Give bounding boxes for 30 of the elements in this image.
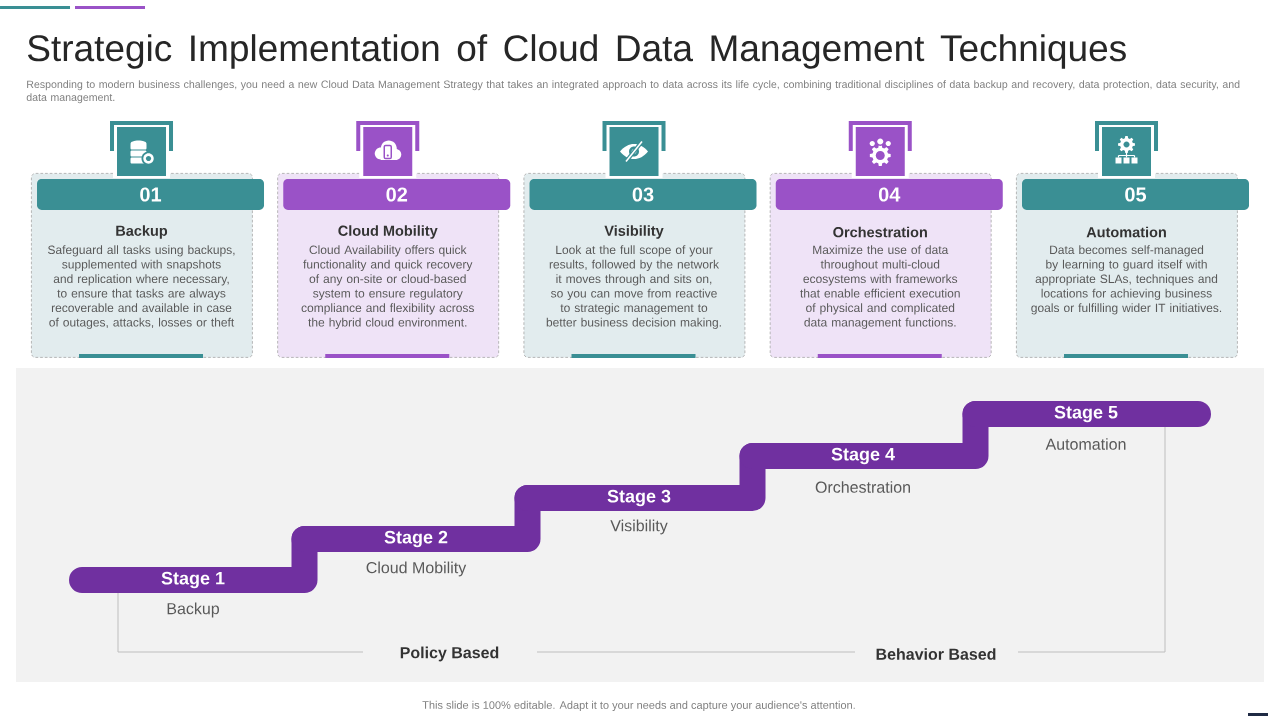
title: Strategic Implementation of Cloud Data Management Techniques <box>27 34 1126 69</box>
card-text: Look at the full scope of your results, followed by the network it moves through and sits on, so you can move from reactive to strategic management to better business decision making. <box>546 245 721 329</box>
card-heading: Automation <box>1086 226 1166 238</box>
card-heading: Backup <box>116 225 168 239</box>
bracket-label: Policy Based <box>400 646 499 662</box>
card-text: Cloud Availability offers quick functionality and quick recovery of any on-site or cloud-based system to ensure regulatory compliance and flexibility across the hybrid cloud environment. <box>301 245 474 329</box>
card-text: Maximize the use of data throughout multi-cloud ecosystems with frameworks that enable efficient execution of physical and complicated data management functions. <box>800 245 960 329</box>
footer-note: This slide is 100% editable. Adapt it to your needs and capture your audience's attention. <box>422 700 855 712</box>
card-text: Safeguard all tasks using backups, supplemented with snapshots and replication where necessary, to ensure that tasks are always recoverable and available in case of outages, attacks, losses or theft <box>48 245 235 329</box>
stage-step: Stage 3 <box>514 443 766 511</box>
stage-caption: Cloud Mobility <box>366 561 467 577</box>
number-bar: 04 <box>775 179 1003 210</box>
stage-step: Stage 2 <box>291 485 541 552</box>
number-bar: 01 <box>37 179 264 210</box>
card-heading: Visibility <box>604 225 664 239</box>
card-text: Data becomes self-managed by learning to guard itself with appropriate SLAs, techniques and locations for achieving business goals or fulfilling wider IT initiatives. <box>1031 245 1222 315</box>
stage-caption: Visibility <box>610 519 668 535</box>
number-bar: 05 <box>1022 179 1249 210</box>
stage-step: Stage 5 <box>962 401 1211 427</box>
number-bar: 03 <box>529 179 757 210</box>
stage-step: Stage 1 <box>69 526 318 593</box>
stage-step: Stage 4 <box>739 401 989 469</box>
stage-caption: Orchestration <box>815 481 910 493</box>
bracket-label: Behavior Based <box>876 648 996 660</box>
card-heading: Cloud Mobility <box>338 225 438 239</box>
stage-caption: Automation <box>1045 438 1126 450</box>
number-bar: 02 <box>283 179 511 210</box>
stage-caption: Backup <box>167 602 219 618</box>
card-heading: Orchestration <box>833 226 927 238</box>
subtitle: Responding to modern business challenges, you need a new Cloud Data Management Strategy that takes an integrated approach to data across its life cycle, combining traditional disciplines of data backup and recovery, data protection, data security, and data management. <box>26 80 1240 104</box>
